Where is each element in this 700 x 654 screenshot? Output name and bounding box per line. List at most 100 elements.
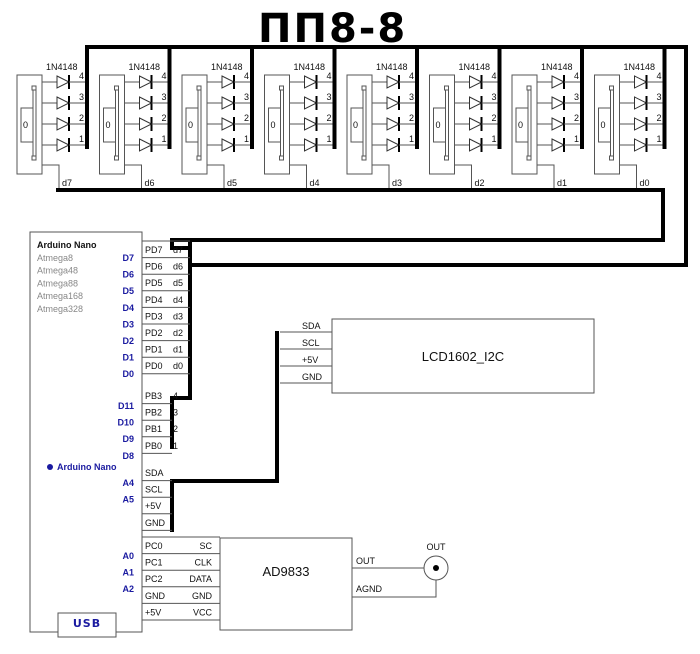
bus-wires (56, 45, 688, 532)
position-label: 0 (188, 120, 193, 130)
i2c-bus (170, 331, 279, 483)
arduino-pin-label: D0 (122, 369, 134, 379)
diode-part-label: 1N4148 (129, 62, 161, 72)
tap-number: 4 (162, 71, 167, 81)
net-label: 4 (173, 391, 178, 401)
position-label: 0 (106, 120, 111, 130)
switch-rail (32, 87, 37, 159)
output-wire (289, 164, 307, 190)
net-label: 3 (173, 408, 178, 418)
tap-number: 4 (79, 71, 84, 81)
net-label: 1 (173, 441, 178, 451)
switch-rail (362, 87, 367, 159)
output-wire (124, 164, 142, 190)
port-label: +5V (145, 501, 161, 511)
arduino-pin-label: D9 (122, 434, 134, 444)
lcd-pin-label: +5V (302, 355, 318, 365)
diode-icon (634, 117, 648, 131)
switch-rail (610, 87, 614, 159)
output-net-label: d0 (640, 178, 650, 188)
ad9833-agnd-label: AGND (356, 584, 383, 594)
arduino-pin-label: D4 (122, 303, 134, 313)
rail-end-top (609, 85, 614, 91)
diode-icon (56, 117, 71, 131)
arduino-pin-label: D6 (122, 270, 134, 280)
diode-icon (139, 96, 153, 110)
diode-icon (139, 75, 153, 89)
port-label: PD1 (145, 345, 163, 355)
tap-number: 2 (409, 113, 414, 123)
position-label: 0 (23, 120, 28, 130)
diode-icon (634, 96, 648, 110)
diode-icon (304, 75, 318, 89)
output-net-label: d4 (310, 178, 320, 188)
mcu-variant: Atmega328 (37, 304, 83, 314)
tap-number: 2 (574, 113, 579, 123)
rail-end-bottom (444, 155, 449, 161)
net-label: d0 (173, 361, 183, 371)
tap-number: 1 (657, 134, 662, 144)
ad9833-out-label: OUT (356, 556, 376, 566)
arduino-pin-label: A1 (122, 568, 134, 578)
arduino-pin-label: D3 (122, 319, 134, 329)
output-wire (454, 164, 472, 190)
tap-number: 4 (574, 71, 579, 81)
position-label: 0 (436, 120, 441, 130)
tap-number: 3 (492, 92, 497, 102)
net-label: DATA (189, 574, 212, 584)
diode-icon (386, 75, 401, 89)
switch-rail (527, 87, 532, 159)
port-label: PD0 (145, 361, 163, 371)
output-net-label: d1 (557, 178, 567, 188)
diode-icon (551, 96, 566, 110)
position-label: 0 (601, 120, 606, 130)
diode-icon (386, 138, 401, 152)
arduino-pin-label: D5 (122, 286, 134, 296)
rail-end-top (526, 85, 532, 91)
diode-icon (221, 117, 236, 131)
port-label: PC2 (145, 574, 163, 584)
tap-number: 3 (409, 92, 414, 102)
tap-number: 4 (409, 71, 414, 81)
output-wire (207, 164, 225, 190)
tap-number: 1 (162, 134, 167, 144)
port-label: PC1 (145, 558, 163, 568)
arduino-pin-label: D11 (118, 401, 134, 411)
rail-end-top (114, 85, 119, 91)
net-label: d4 (173, 295, 183, 305)
net-label: d2 (173, 328, 183, 338)
net-label: CLK (194, 558, 212, 568)
ad9833-body (219, 537, 353, 631)
diode-part-label: 1N4148 (46, 62, 78, 72)
diode-part-label: 1N4148 (376, 62, 408, 72)
net-label: GND (192, 591, 213, 601)
net-label: d3 (173, 311, 183, 321)
diode-icon (221, 75, 236, 89)
lcd-body (331, 318, 595, 394)
diode-icon (469, 96, 483, 110)
output-net-label: d5 (227, 178, 237, 188)
tap-number: 3 (162, 92, 167, 102)
arduino-pin-label: D2 (122, 336, 134, 346)
diode-part-label: 1N4148 (459, 62, 491, 72)
net-label: SC (199, 541, 212, 551)
port-label: PD4 (145, 295, 163, 305)
tap-number: 4 (327, 71, 332, 81)
arduino-pin-label: D8 (122, 451, 134, 461)
port-label: PD7 (145, 245, 163, 255)
arduino-marker-label: Arduino Nano (57, 462, 117, 472)
port-label: GND (145, 591, 166, 601)
diode-icon (386, 96, 401, 110)
port-label: PB0 (145, 441, 162, 451)
lcd-name: LCD1602_I2C (422, 349, 504, 364)
output-wire (372, 164, 390, 190)
mcu-variant: Atmega88 (37, 278, 78, 288)
diode-icon (304, 117, 318, 131)
tap-number: 1 (327, 134, 332, 144)
diode-icon (139, 117, 153, 131)
